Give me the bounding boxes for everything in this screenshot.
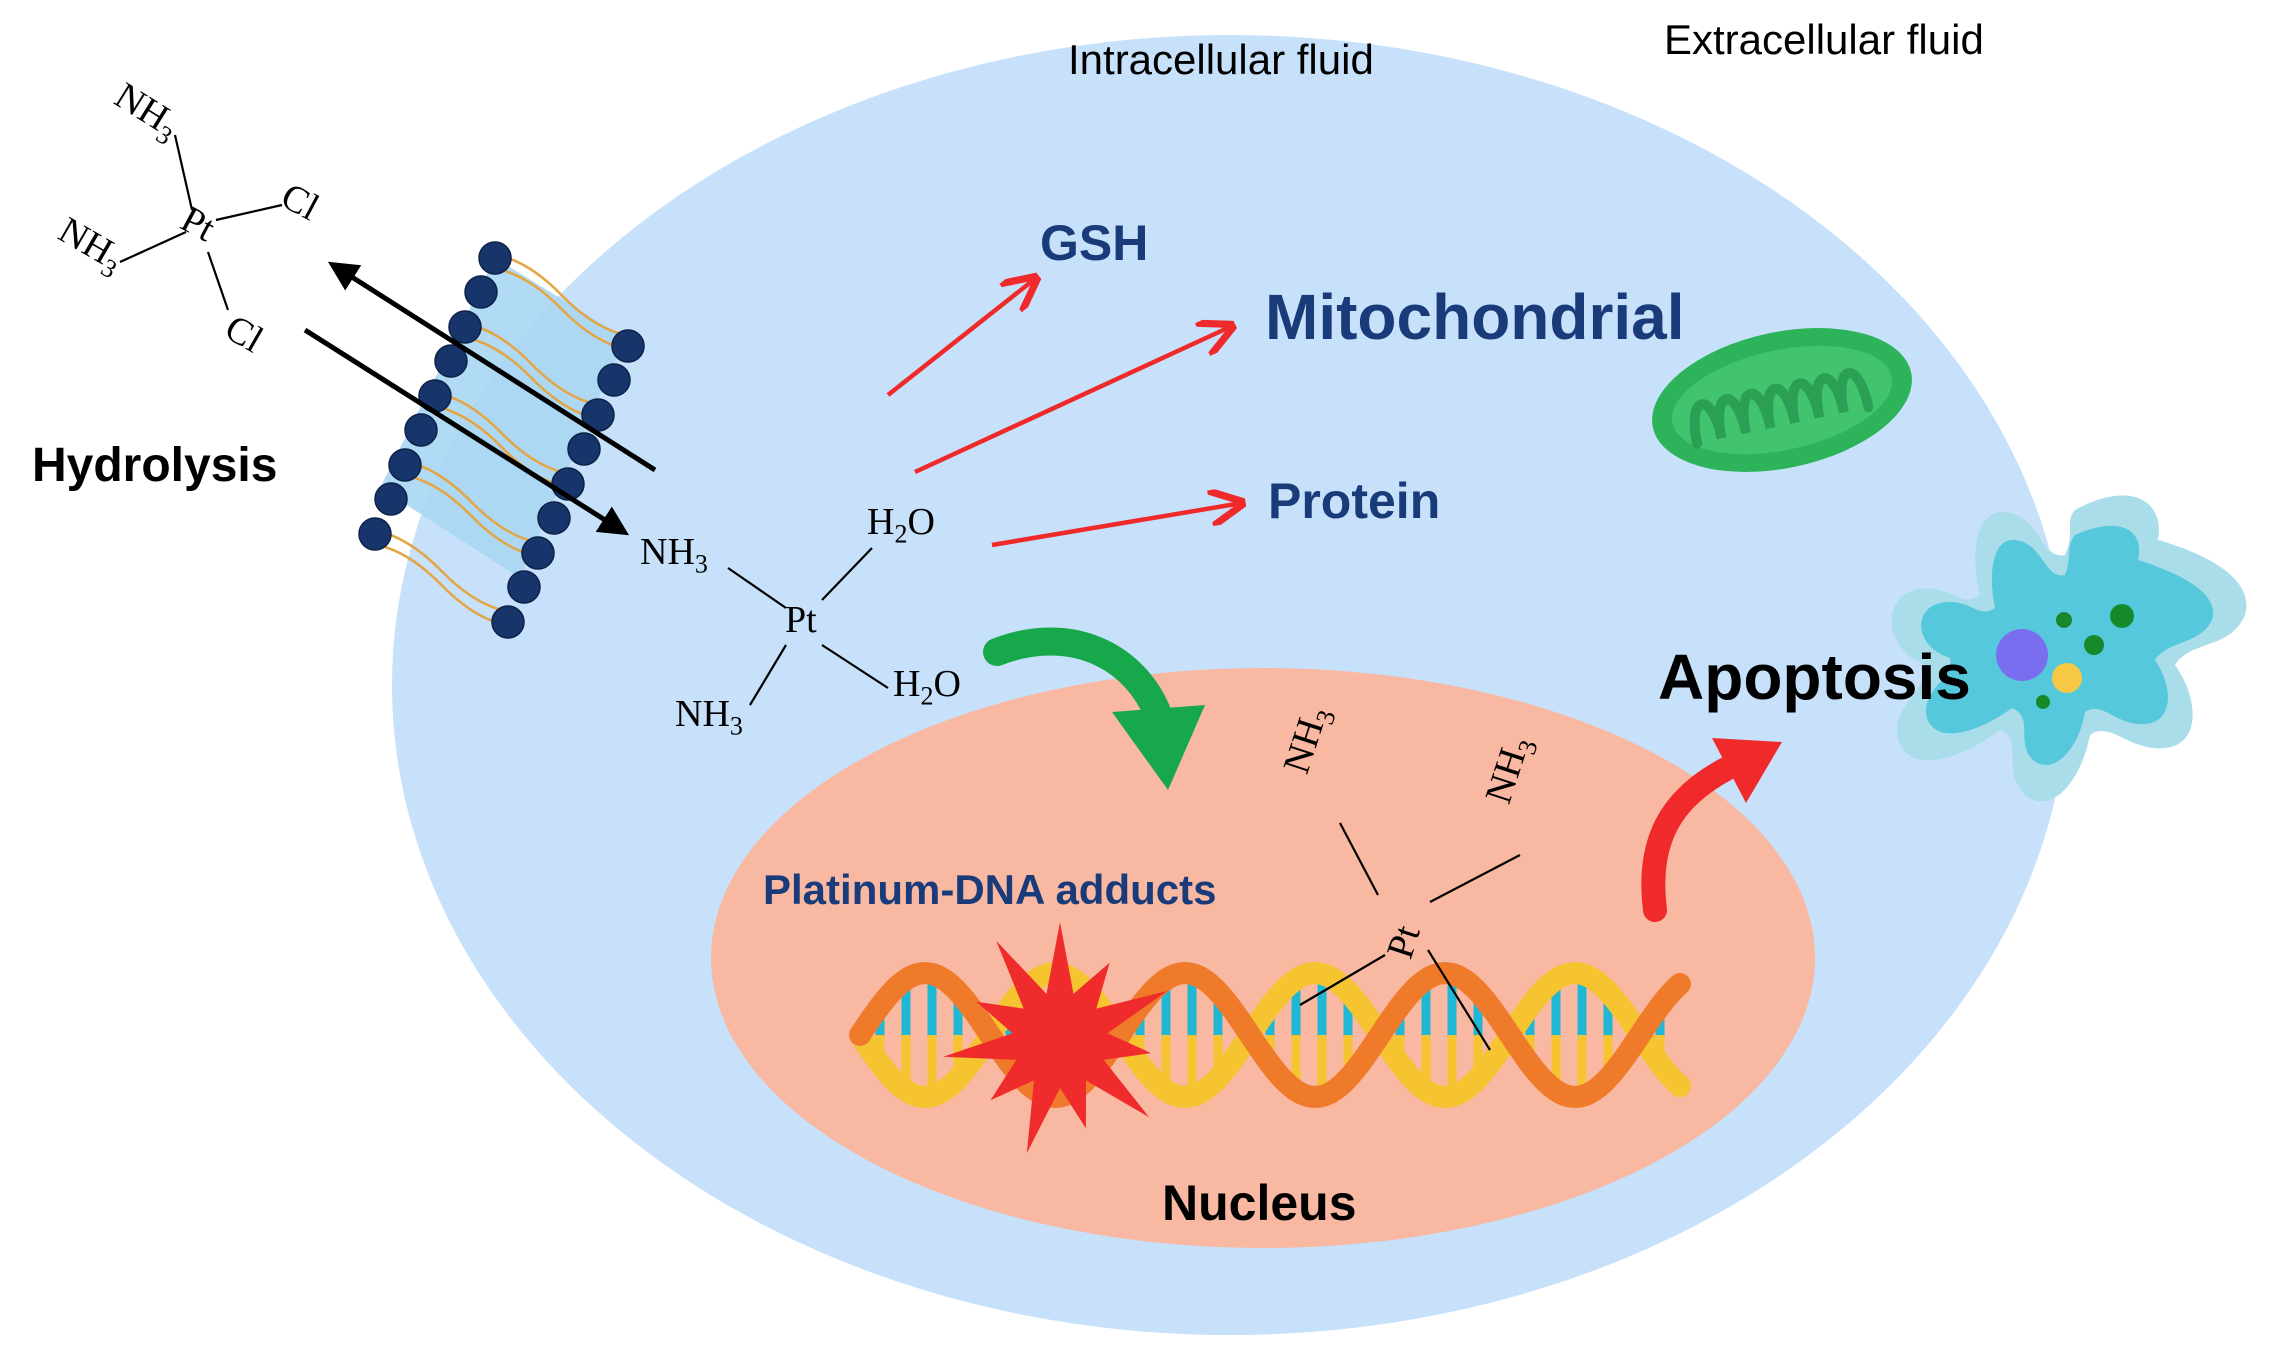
intracellular-label: Intracellular fluid: [1068, 36, 1374, 83]
adducts-label: Platinum-DNA adducts: [763, 866, 1217, 913]
arrow-to-gsh: [886, 278, 1036, 397]
aqua-nh3-bottom: NH3: [675, 693, 743, 741]
protein-label: Protein: [1268, 473, 1441, 529]
mitochondrion-icon: [1652, 328, 1912, 472]
nucleus-label: Nucleus: [1162, 1175, 1357, 1231]
efflux-arrow: [327, 261, 657, 473]
pt-dna-bonds: [1299, 822, 1521, 1051]
cisplatin-bonds: [119, 134, 283, 311]
apoptosis-arrow: [1641, 738, 1782, 922]
aqua-pt: Pt: [785, 599, 817, 641]
hydrolysis-label: Hydrolysis: [32, 439, 278, 492]
gsh-label: GSH: [1040, 215, 1149, 271]
aqua-h2o-bottom: H2O: [893, 663, 961, 711]
lipid-bilayer-icon: [358, 241, 645, 639]
arrow-to-protein: [991, 503, 1242, 548]
apoptosis-label: Apoptosis: [1658, 641, 1971, 713]
mitochondrial-label: Mitochondrial: [1265, 281, 1685, 353]
apoptotic-cell-icon: [1891, 495, 2247, 802]
nucleus-ellipse: [711, 668, 1815, 1248]
burst-icon: [943, 922, 1168, 1154]
extracellular-label: Extracellular fluid: [1664, 16, 1984, 63]
nuclear-entry-arrow: [983, 627, 1205, 790]
aqua-nh3-top: NH3: [640, 531, 708, 579]
aqua-h2o-top: H2O: [867, 501, 935, 549]
arrow-to-mitochondrial: [914, 326, 1232, 475]
influx-arrow: [303, 327, 630, 536]
aquated-cisplatin-bonds: [727, 547, 889, 706]
